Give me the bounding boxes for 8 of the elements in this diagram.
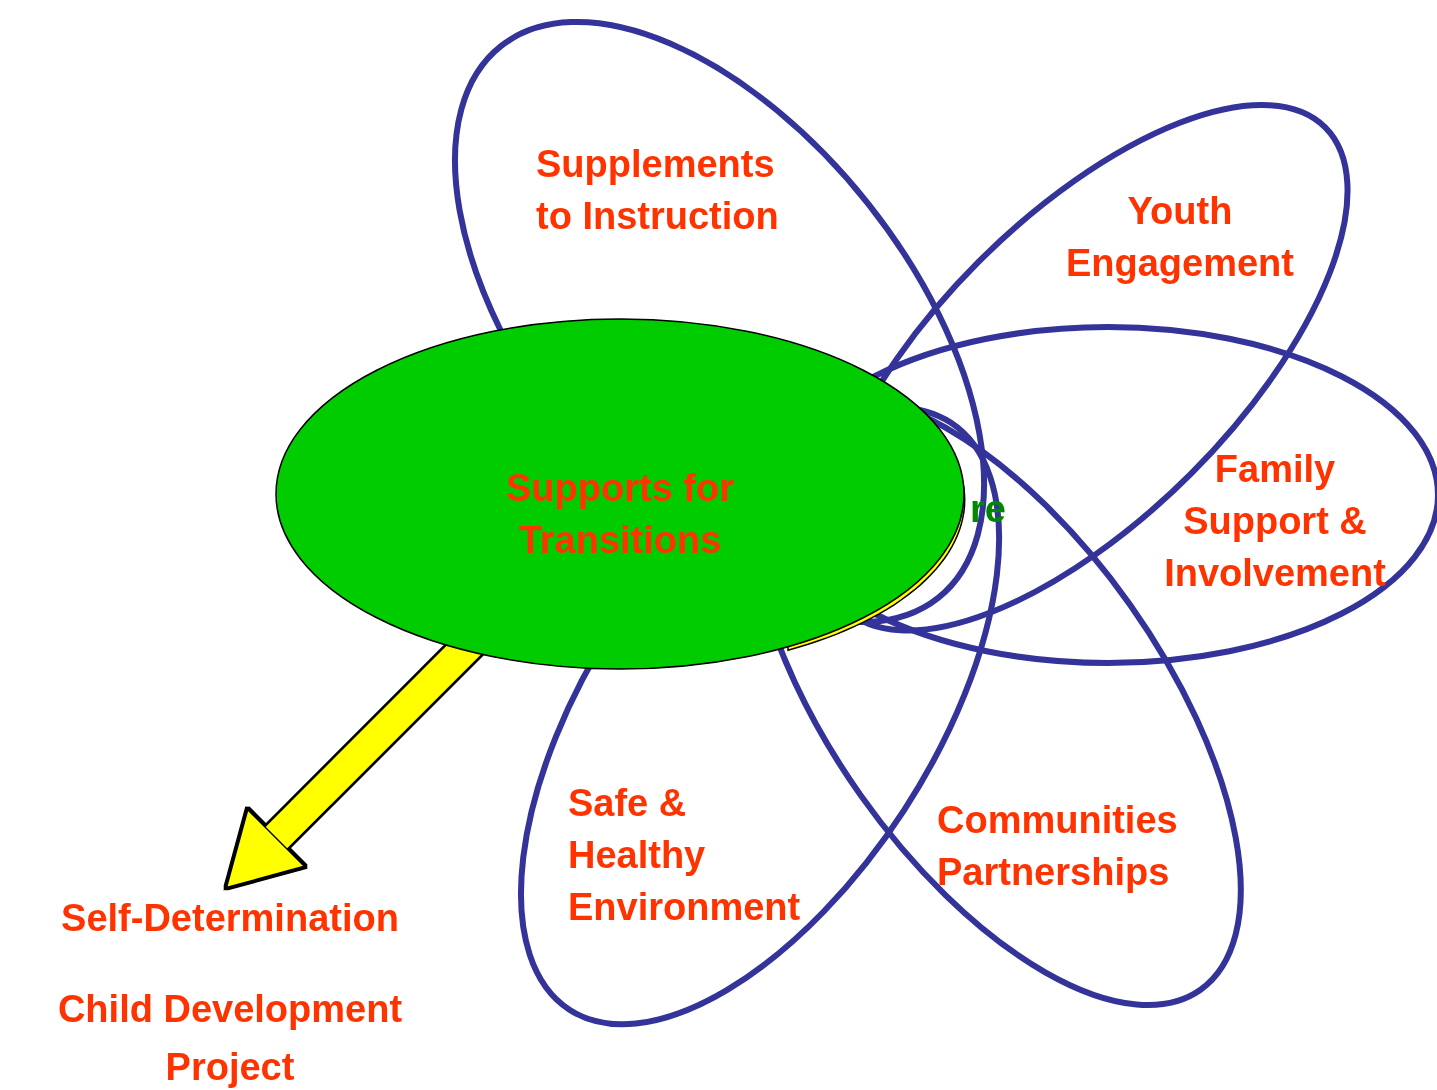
- caption-text: Self-Determination: [60, 896, 400, 941]
- ellipse-label: Safe & Healthy Environment: [568, 781, 802, 930]
- ellipse-label: Communities Partnerships: [937, 798, 1179, 895]
- ellipse-label: Supports for Transitions: [505, 466, 735, 563]
- ellipse-label: Supplements to Instruction: [536, 142, 780, 239]
- ellipse-label: Youth Engagement: [1064, 189, 1295, 286]
- ellipse-label: Family Support & Involvement: [1163, 447, 1387, 596]
- caption-text: Child Development Project: [56, 987, 404, 1090]
